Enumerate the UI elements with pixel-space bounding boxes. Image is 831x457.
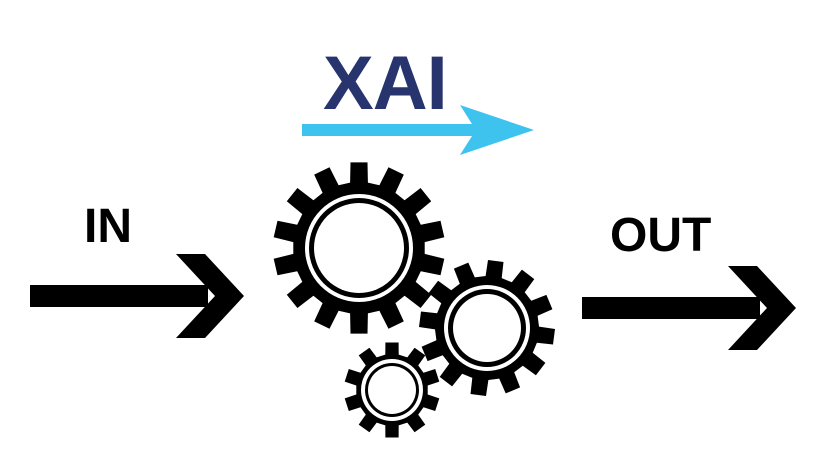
input-label: IN (84, 200, 132, 253)
output-arrow-icon (582, 266, 796, 350)
gear-hole (314, 203, 404, 293)
large-gear-icon (273, 162, 445, 334)
input-arrow-icon (30, 254, 244, 338)
small-gear-icon (344, 342, 440, 438)
gear-hole (453, 294, 521, 362)
output-label: OUT (610, 209, 712, 262)
gear-hole (368, 366, 416, 414)
xai-title: XAI (323, 41, 448, 126)
xai-arrow-icon (302, 105, 534, 155)
medium-gear-icon (419, 260, 555, 396)
